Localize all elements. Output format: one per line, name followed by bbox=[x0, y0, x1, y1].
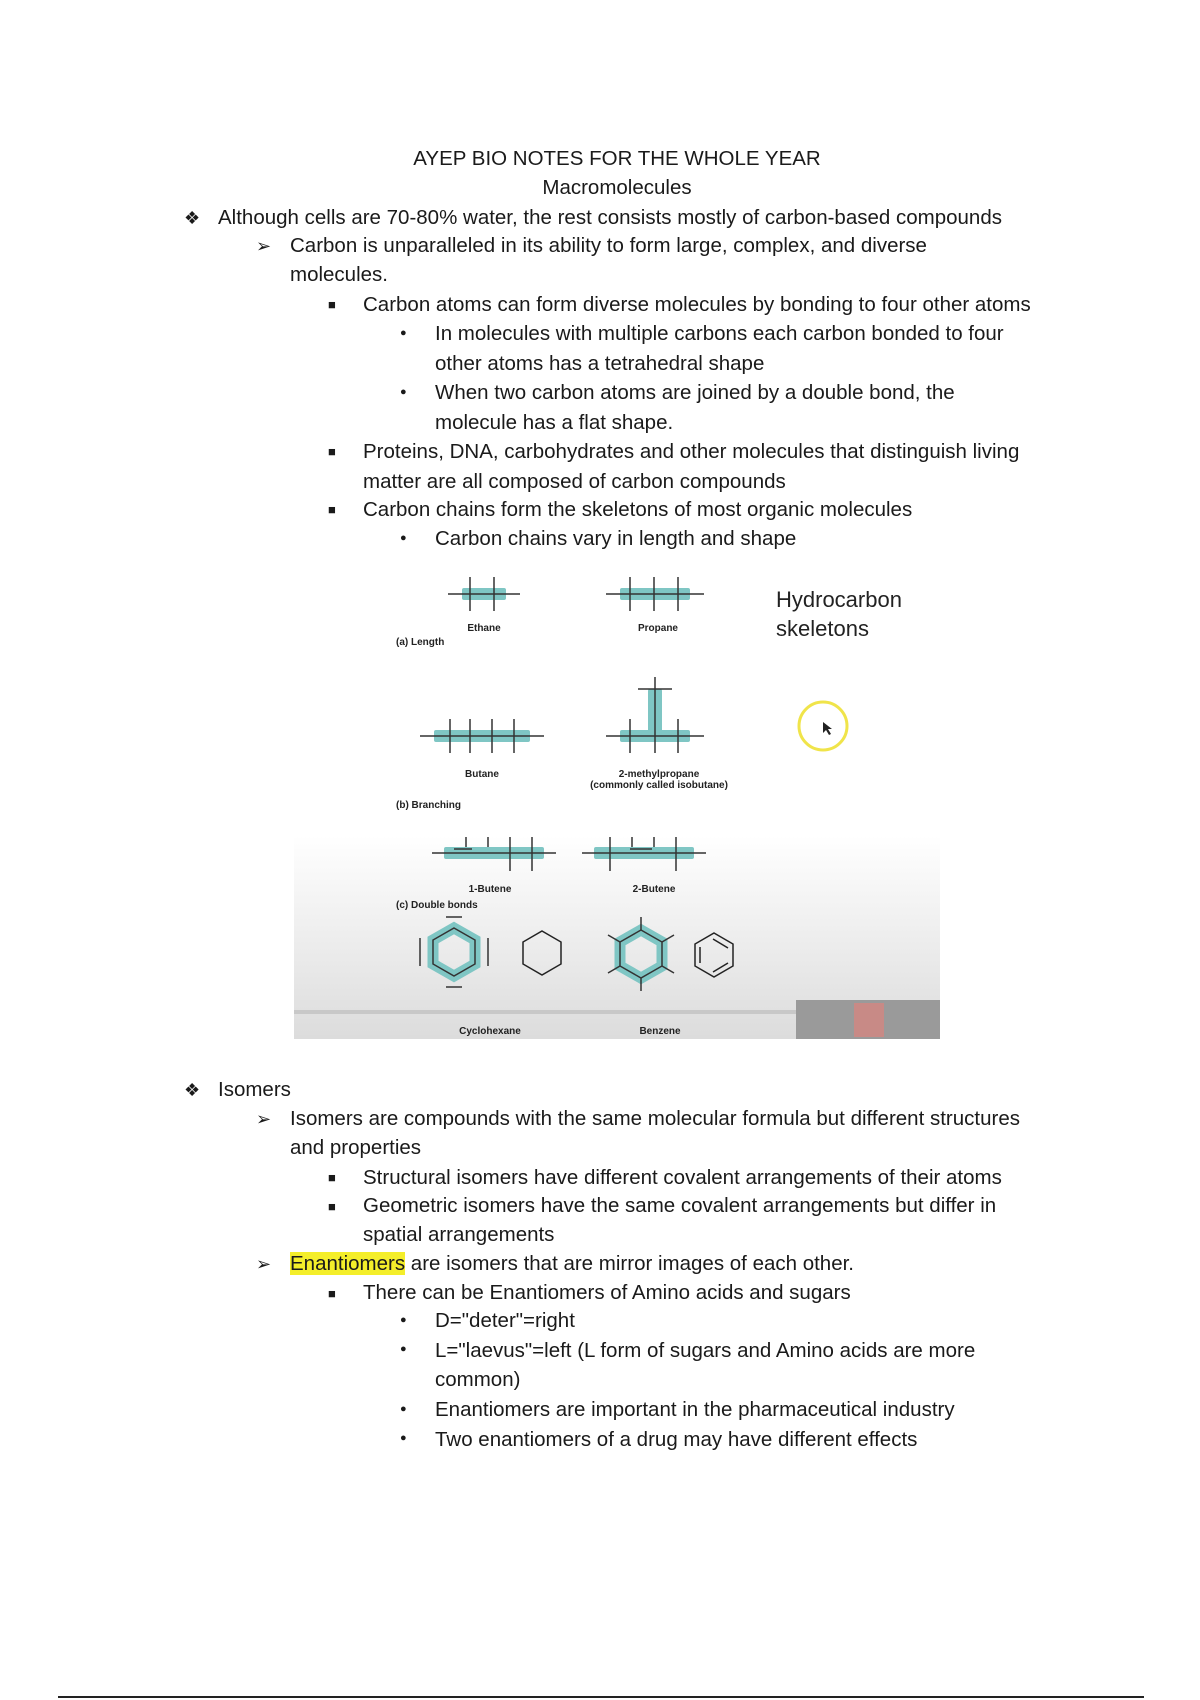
dot-bullet-icon: ● bbox=[400, 386, 407, 398]
text-line: When two carbon atoms are joined by a do… bbox=[435, 381, 955, 404]
page-title: AYEP BIO NOTES FOR THE WHOLE YEAR bbox=[413, 147, 821, 170]
butane-molecule bbox=[420, 719, 544, 753]
text-line: Carbon chains form the skeletons of most… bbox=[363, 498, 913, 521]
text-line: spatial arrangements bbox=[363, 1223, 555, 1246]
dot-bullet-icon: ● bbox=[400, 1432, 407, 1444]
text-line: L="laevus"=left (L form of sugars and Am… bbox=[435, 1339, 976, 1362]
figure-label-branching: (b) Branching bbox=[396, 800, 461, 811]
text-line: matter are all composed of carbon compou… bbox=[363, 470, 786, 493]
dot-bullet-icon: ● bbox=[400, 1314, 407, 1326]
square-bullet-icon: ■ bbox=[328, 444, 336, 459]
butene1-molecule bbox=[432, 837, 556, 871]
methylpropane-molecule bbox=[606, 677, 704, 753]
methylpropane-sublabel: (commonly called isobutane) bbox=[590, 780, 728, 791]
text-line: Structural isomers have different covale… bbox=[363, 1166, 1002, 1189]
hydrocarbon-skeletons-figure: Hydrocarbon skeletons (a) Length (b) Bra… bbox=[294, 555, 940, 1039]
cursor-highlight-icon bbox=[797, 700, 849, 752]
ethane-label: Ethane bbox=[467, 623, 501, 634]
text-line: and properties bbox=[290, 1136, 422, 1159]
square-bullet-icon: ■ bbox=[328, 1170, 336, 1185]
text-line: In molecules with multiple carbons each … bbox=[435, 322, 1004, 345]
butene2-label: 2-Butene bbox=[633, 884, 676, 895]
benzene-label: Benzene bbox=[639, 1026, 681, 1037]
arrow-bullet-icon: ➢ bbox=[256, 1254, 272, 1274]
text-line: There can be Enantiomers of Amino acids … bbox=[363, 1281, 851, 1304]
text-line: Two enantiomers of a drug may have diffe… bbox=[435, 1428, 918, 1451]
text-line: Geometric isomers have the same covalent… bbox=[363, 1194, 997, 1217]
text-line: molecules. bbox=[290, 263, 388, 286]
page-bottom-rule bbox=[58, 1696, 1144, 1698]
text-line: Carbon is unparalleled in its ability to… bbox=[290, 234, 927, 257]
text-line: D="deter"=right bbox=[435, 1309, 575, 1332]
ethane-molecule bbox=[448, 577, 520, 611]
section2-heading: Isomers bbox=[218, 1078, 291, 1101]
butene2-molecule bbox=[582, 837, 706, 871]
figure-title: skeletons bbox=[776, 616, 869, 641]
text-line: Enantiomers are isomers that are mirror … bbox=[290, 1252, 855, 1275]
text-line: Carbon chains vary in length and shape bbox=[435, 527, 797, 550]
square-bullet-icon: ■ bbox=[328, 1199, 336, 1214]
mouse-cursor-icon bbox=[823, 722, 832, 735]
figure-label-length: (a) Length bbox=[396, 637, 444, 648]
dot-bullet-icon: ● bbox=[400, 532, 407, 544]
text-line: other atoms has a tetrahedral shape bbox=[435, 352, 765, 375]
cyclohexane-ring-icon bbox=[522, 930, 562, 976]
cyclohexane-label: Cyclohexane bbox=[459, 1026, 521, 1037]
diamond-bullet-icon: ❖ bbox=[184, 1080, 201, 1100]
cyclohexane-molecule bbox=[419, 916, 489, 988]
square-bullet-icon: ■ bbox=[328, 502, 336, 517]
text-line: molecule has a flat shape. bbox=[435, 411, 674, 434]
dot-bullet-icon: ● bbox=[400, 1343, 407, 1355]
figure-divider bbox=[294, 1010, 940, 1014]
square-bullet-icon: ■ bbox=[328, 1286, 336, 1301]
benzene-ring-icon bbox=[694, 932, 734, 978]
diamond-bullet-icon: ❖ bbox=[184, 208, 201, 228]
video-thumbnail-face bbox=[854, 1003, 884, 1037]
text-line: Isomers are compounds with the same mole… bbox=[290, 1107, 1020, 1130]
butane-label: Butane bbox=[465, 769, 499, 780]
dot-bullet-icon: ● bbox=[400, 1403, 407, 1415]
arrow-bullet-icon: ➢ bbox=[256, 1109, 272, 1129]
dot-bullet-icon: ● bbox=[400, 327, 407, 339]
butene1-label: 1-Butene bbox=[469, 884, 512, 895]
arrow-bullet-icon: ➢ bbox=[256, 236, 272, 256]
figure-title: Hydrocarbon bbox=[776, 587, 902, 612]
benzene-molecule bbox=[607, 917, 675, 991]
figure-label-double-bonds: (c) Double bonds bbox=[396, 900, 478, 911]
text-span: are isomers that are mirror images of ea… bbox=[405, 1252, 855, 1275]
methylpropane-label: 2-methylpropane bbox=[619, 769, 700, 780]
propane-molecule bbox=[606, 577, 704, 611]
text-line: common) bbox=[435, 1368, 521, 1391]
section1-heading: Although cells are 70-80% water, the res… bbox=[218, 206, 1002, 229]
text-line: Proteins, DNA, carbohydrates and other m… bbox=[363, 440, 1020, 463]
highlighted-term: Enantiomers bbox=[290, 1252, 406, 1275]
square-bullet-icon: ■ bbox=[328, 297, 336, 312]
page-subtitle: Macromolecules bbox=[542, 176, 692, 199]
text-line: Carbon atoms can form diverse molecules … bbox=[363, 293, 1031, 316]
text-line: Enantiomers are important in the pharmac… bbox=[435, 1398, 955, 1421]
propane-label: Propane bbox=[638, 623, 678, 634]
